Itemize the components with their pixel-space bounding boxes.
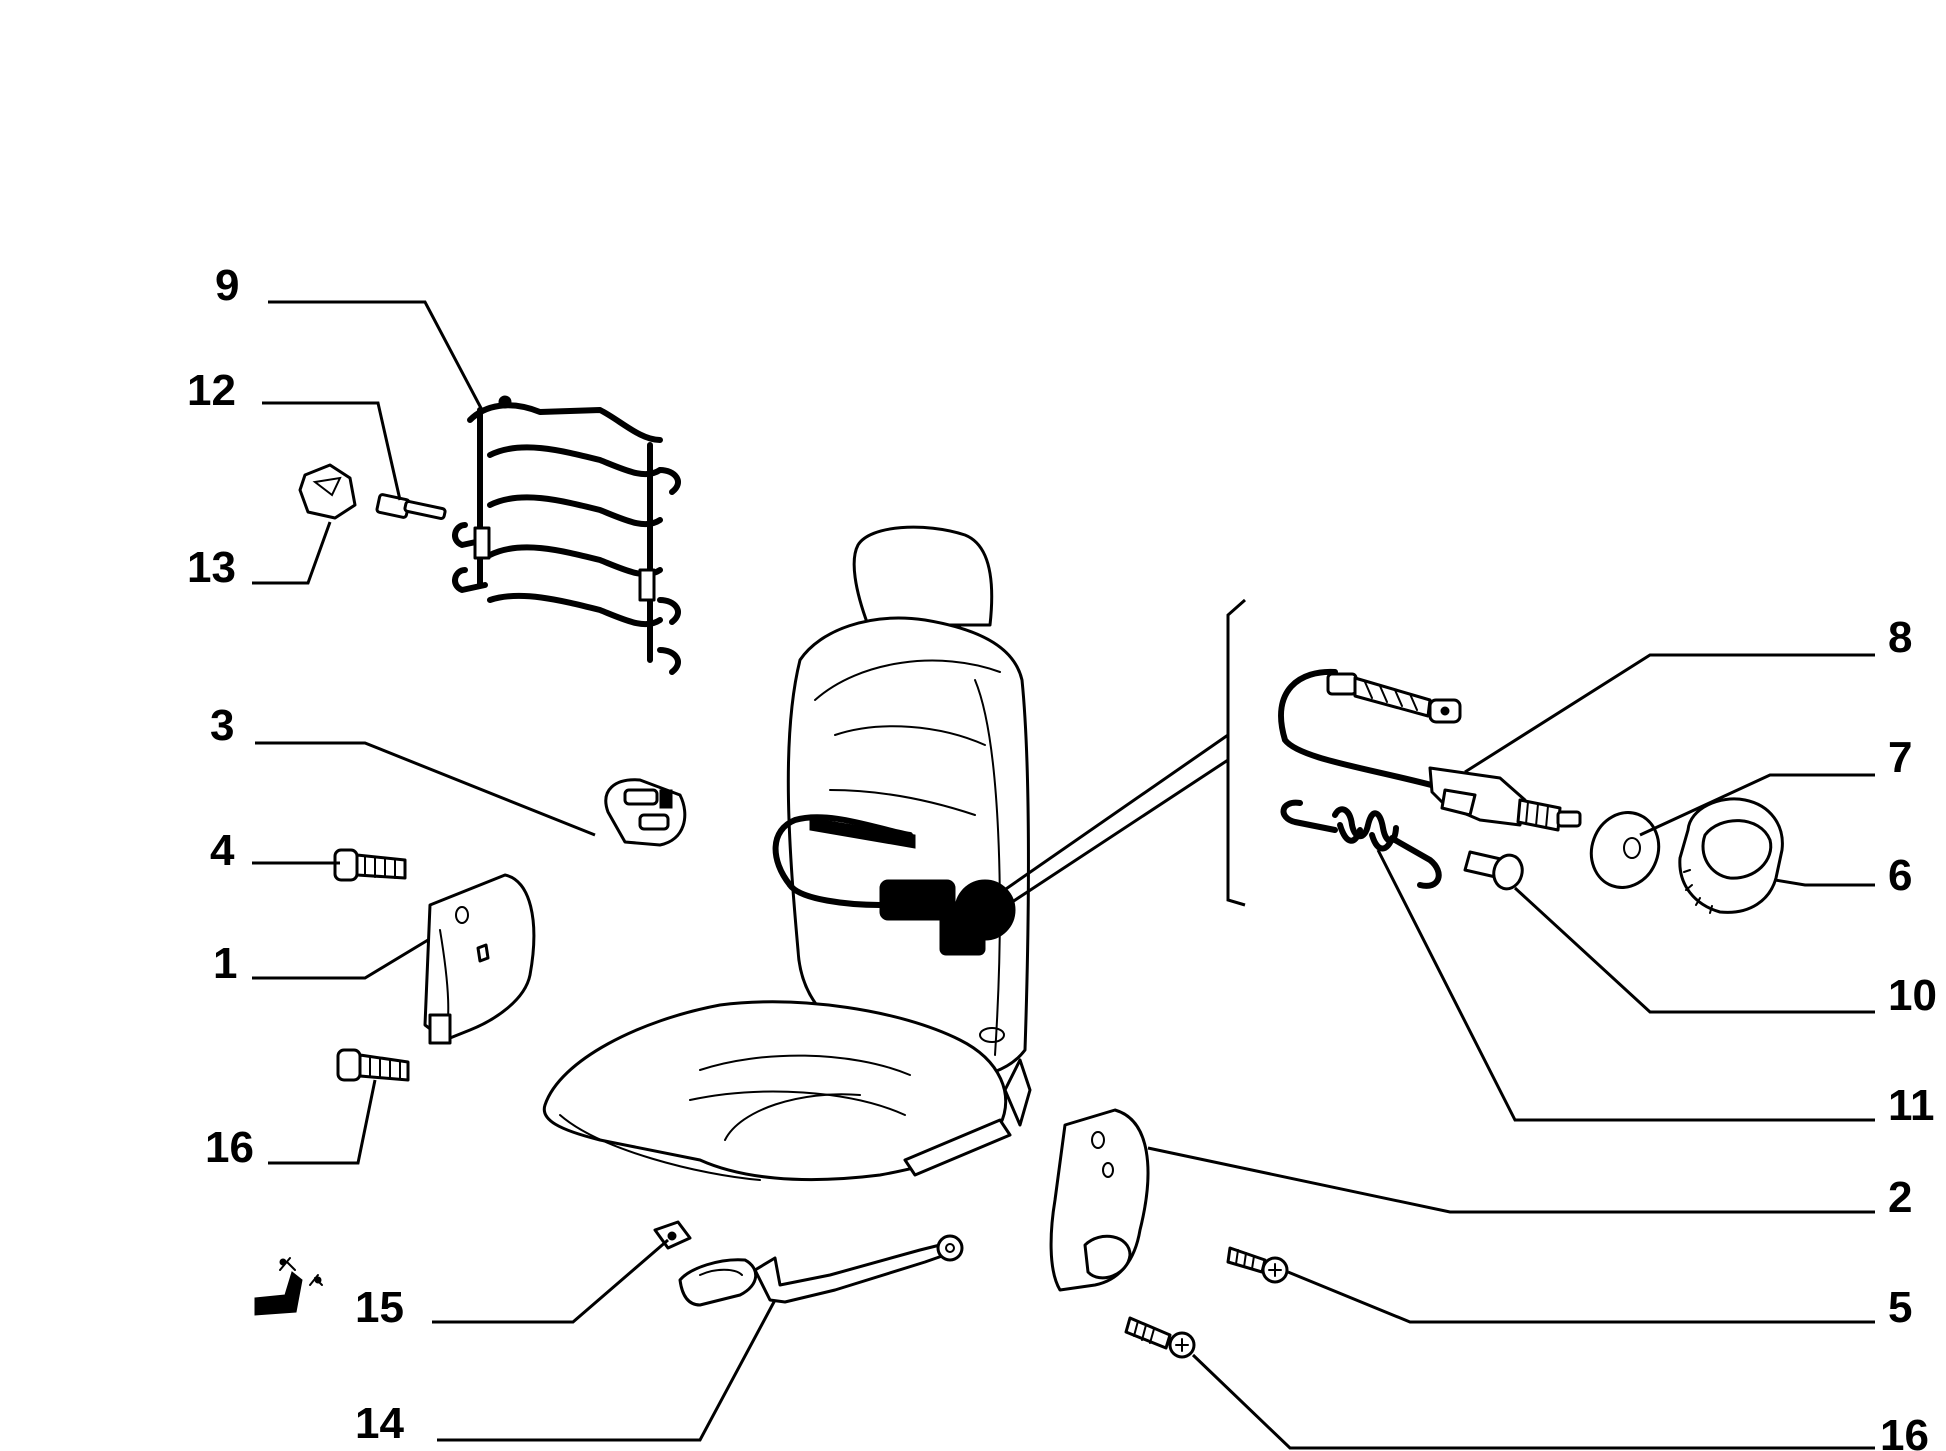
push-button-part-10 [1463, 850, 1524, 891]
callout-10: 10 [1888, 971, 1937, 1020]
clip-nut-part-15 [653, 1220, 692, 1250]
callout-12: 12 [187, 366, 236, 415]
leader-15 [432, 1238, 669, 1324]
callout-4: 4 [210, 826, 235, 875]
side-cover-part-1 [423, 873, 536, 1045]
leader-5 [1287, 1270, 1875, 1324]
callout-numbers: 9 12 13 3 4 1 16 15 14 8 7 6 10 11 2 5 1… [187, 261, 1937, 1451]
callout-14: 14 [355, 1399, 404, 1448]
leader-2 [1147, 1146, 1875, 1214]
seat-assembly [542, 525, 1032, 1182]
leader-11 [1376, 849, 1875, 1122]
callout-16b: 16 [1880, 1411, 1929, 1451]
adjustment-lever-part-14 [678, 1234, 964, 1307]
callout-3: 3 [210, 701, 234, 750]
callout-7: 7 [1888, 733, 1912, 782]
callout-11: 11 [1888, 1081, 1935, 1130]
screw-part-16-left [336, 1048, 410, 1082]
callout-15: 15 [355, 1283, 404, 1332]
callout-5: 5 [1888, 1283, 1912, 1332]
leader-14 [437, 1299, 777, 1442]
callout-13: 13 [187, 543, 236, 592]
pin-part-12 [375, 493, 447, 520]
clip-part-13 [298, 463, 357, 520]
screw-part-4 [333, 848, 407, 882]
leader-8 [1464, 653, 1875, 774]
screw-part-16-right [1124, 1316, 1196, 1359]
callout-8: 8 [1888, 613, 1912, 662]
lumbar-detail-view [989, 598, 1246, 912]
screw-part-5 [1226, 1246, 1289, 1284]
seat-adjust-icon [254, 1257, 323, 1316]
leader-12 [262, 401, 402, 501]
leader-lines [252, 300, 1875, 1450]
callout-16a: 16 [205, 1123, 254, 1172]
knob-housing-part-3 [604, 778, 687, 847]
washer-part-7 [1589, 811, 1661, 889]
callout-6: 6 [1888, 851, 1912, 900]
lumbar-cable-actuator-part-8 [1278, 668, 1582, 832]
side-cover-part-2 [1049, 1108, 1150, 1292]
callout-1: 1 [213, 939, 237, 988]
leader-7 [1639, 773, 1875, 837]
leader-13 [252, 521, 332, 585]
callout-9: 9 [215, 261, 239, 310]
callout-2: 2 [1888, 1173, 1912, 1222]
leader-1 [252, 938, 429, 980]
leader-16a [268, 1079, 377, 1165]
leader-9 [268, 300, 484, 411]
adjustment-knob-part-6 [1678, 797, 1784, 914]
leader-16b [1191, 1353, 1875, 1450]
leader-6 [1774, 878, 1875, 887]
leader-3 [255, 741, 596, 837]
leader-10 [1513, 886, 1875, 1014]
tension-spring-part-11 [1280, 799, 1442, 889]
backrest-spring-frame-part [452, 395, 681, 675]
